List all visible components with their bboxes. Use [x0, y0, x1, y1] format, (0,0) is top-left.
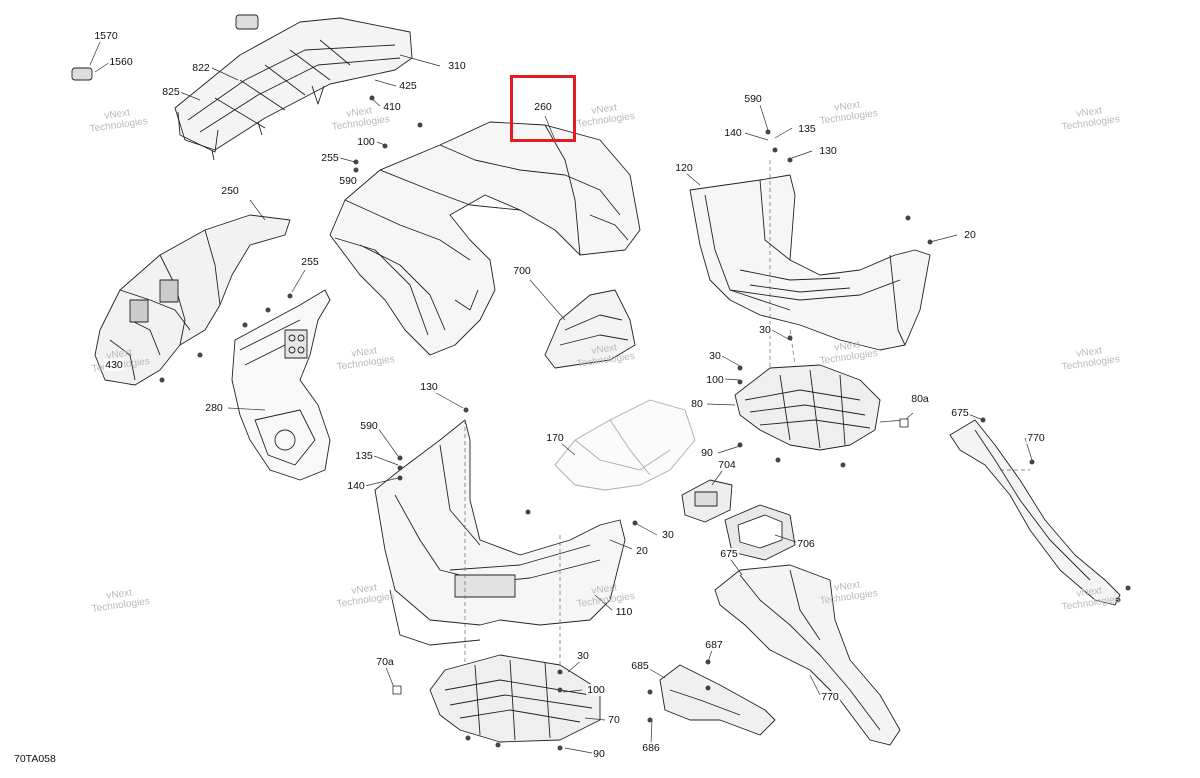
callout-label[interactable]: 70a: [375, 656, 395, 668]
rear-rack[interactable]: [71, 14, 413, 161]
side-panel-685[interactable]: [659, 664, 776, 736]
callout-label[interactable]: 430: [104, 359, 124, 371]
callout-label[interactable]: 130: [818, 145, 838, 157]
callout-label[interactable]: 80: [690, 398, 704, 410]
callout-label[interactable]: 30: [576, 650, 590, 662]
side-panel-700[interactable]: [544, 289, 636, 369]
front-fascia[interactable]: [94, 214, 291, 386]
callout-label[interactable]: 770: [820, 691, 840, 703]
callout-label[interactable]: 687: [704, 639, 724, 651]
callout-label[interactable]: 770: [1026, 432, 1046, 444]
callout-label[interactable]: 825: [161, 86, 181, 98]
callout-label[interactable]: 686: [641, 742, 661, 754]
callout-label[interactable]: 310: [447, 60, 467, 72]
callout-label[interactable]: 70: [607, 714, 621, 726]
gauge-704[interactable]: [681, 479, 733, 523]
callout-label[interactable]: 822: [191, 62, 211, 74]
callout-label[interactable]: 280: [204, 402, 224, 414]
callout-label[interactable]: 1560: [108, 56, 134, 68]
rear-footwell[interactable]: [374, 419, 626, 646]
callout-label[interactable]: 255: [320, 152, 340, 164]
callout-label[interactable]: 90: [592, 748, 606, 760]
callout-label[interactable]: 410: [382, 101, 402, 113]
callout-label[interactable]: 135: [797, 123, 817, 135]
callout-label[interactable]: 675: [719, 548, 739, 560]
callout-label[interactable]: 80a: [910, 393, 930, 405]
rear-footrest-70[interactable]: [429, 654, 601, 743]
callout-label[interactable]: 30: [708, 350, 722, 362]
callout-label[interactable]: 700: [512, 265, 532, 277]
callout-label[interactable]: 20: [635, 545, 649, 557]
callout-label[interactable]: 100: [356, 136, 376, 148]
callout-label[interactable]: 20: [963, 229, 977, 241]
callout-label[interactable]: 590: [743, 93, 763, 105]
callout-label[interactable]: 30: [661, 529, 675, 541]
callout-label[interactable]: 140: [346, 480, 366, 492]
callout-label[interactable]: 706: [796, 538, 816, 550]
callout-label[interactable]: 140: [723, 127, 743, 139]
callout-label[interactable]: 130: [419, 381, 439, 393]
rear-fender[interactable]: [329, 121, 641, 356]
callout-label[interactable]: 255: [300, 256, 320, 268]
callout-label[interactable]: 260: [533, 101, 553, 113]
callout-label[interactable]: 685: [630, 660, 650, 672]
front-bracket[interactable]: [231, 289, 331, 481]
callout-label[interactable]: 704: [717, 459, 737, 471]
callout-label[interactable]: 675: [950, 407, 970, 419]
callout-label[interactable]: 90: [700, 447, 714, 459]
side-panel-770-lower[interactable]: [714, 564, 901, 746]
callout-label[interactable]: 590: [359, 420, 379, 432]
callout-label[interactable]: 170: [545, 432, 565, 444]
callout-label[interactable]: 110: [614, 606, 634, 618]
highlight-box-260: [510, 75, 576, 142]
callout-label[interactable]: 30: [758, 324, 772, 336]
callout-label[interactable]: 120: [674, 162, 694, 174]
callout-label[interactable]: 425: [398, 80, 418, 92]
front-footwell[interactable]: [689, 174, 931, 351]
callout-label[interactable]: 250: [220, 185, 240, 197]
callout-label[interactable]: 100: [705, 374, 725, 386]
footrest-frame-80[interactable]: [734, 364, 881, 451]
callout-label[interactable]: 590: [338, 175, 358, 187]
callout-label[interactable]: 135: [354, 450, 374, 462]
callout-label[interactable]: 100: [586, 684, 606, 696]
callout-label[interactable]: 1570: [93, 30, 119, 42]
inner-frame-170[interactable]: [554, 399, 696, 491]
figure-code: 70TA058: [14, 753, 56, 765]
